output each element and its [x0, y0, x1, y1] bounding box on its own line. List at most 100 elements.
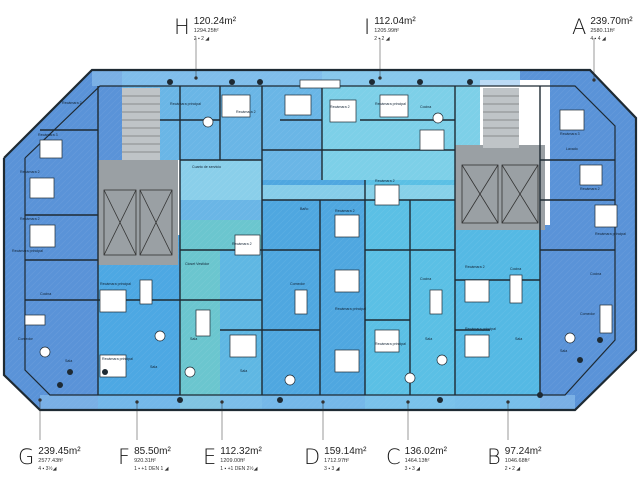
unit-letter: E	[203, 445, 217, 469]
unit-label-f: F 85.50m² 920.31ft² 1 ▪ +1 DEN 1 ◢	[118, 447, 171, 472]
room-label: Recámara 2	[232, 242, 252, 246]
unit-specs: 3 ▪ 3 ◢	[404, 465, 421, 472]
room-label: Sala	[65, 359, 72, 363]
room-label: Recámara 3	[560, 132, 580, 136]
unit-info: 85.50m² 920.31ft² 1 ▪ +1 DEN 1 ◢	[134, 447, 171, 472]
room-label: Recámara principal	[170, 102, 201, 106]
unit-info: 239.70m² 2580.11ft² 4 ▪ 4 ◢	[590, 17, 632, 42]
unit-info: 120.24m² 1294.25ft² 2 ▪ 2 ◢	[194, 17, 236, 42]
unit-specs: 4 ▪ 3½◢	[38, 465, 57, 472]
room-label: Recámara 2	[62, 101, 82, 105]
unit-area-ft2: 920.31ft²	[134, 458, 156, 464]
room-label: Recámara 2	[375, 179, 395, 183]
unit-info: 159.14m² 1712.97ft² 3 ▪ 3 ◢	[324, 447, 366, 472]
north-terrace	[92, 70, 520, 86]
room-label: Recámara principal	[465, 327, 496, 331]
room-label: Sala	[150, 365, 157, 369]
room-label: Lavado	[566, 147, 578, 151]
stair-left	[122, 88, 160, 160]
elevator-shafts	[103, 164, 539, 256]
unit-label-h: H 120.24m² 1294.25ft² 2 ▪ 2 ◢	[174, 17, 236, 42]
unit-area-m2: 120.24m²	[193, 16, 237, 27]
unit-area-m2: 136.02m²	[404, 446, 447, 457]
exterior-walls	[2, 68, 638, 412]
unit-area-m2: 97.24m²	[504, 446, 542, 457]
unit-area-ft2: 1209.00ft²	[220, 458, 246, 464]
room-label: Cocina	[420, 277, 431, 281]
unit-leaders	[38, 38, 596, 440]
unit-specs: 1 ▪ +1 DEN 1 ◢	[134, 465, 169, 472]
room-label: Recámara principal	[595, 232, 626, 236]
unit-specs: 2 ▪ 2 ◢	[374, 35, 390, 42]
unit-letter: F	[118, 445, 131, 469]
room-label: Sala	[240, 369, 247, 373]
unit-label-g: G 239.45m² 2577.43ft² 4 ▪ 3½◢	[18, 447, 81, 472]
unit-info: 112.32m² 1209.00ft² 1 ▪ +1 DEN 2½◢	[220, 447, 262, 472]
room-label: Recámara principal	[335, 307, 366, 311]
room-label: Recámara 2	[330, 105, 350, 109]
unit-specs: 4 ▪ 4 ◢	[590, 35, 606, 42]
room-label: Recámara 2	[580, 187, 600, 191]
unit-area-m2: 112.04m²	[374, 16, 416, 27]
room-label: Recámara principal	[375, 102, 406, 106]
unit-label-b: B 97.24m² 1046.68ft² 2 ▪ 2 ◢	[487, 447, 541, 472]
room-label: Recámara principal	[12, 249, 43, 253]
room-label: Recámara 2	[20, 217, 40, 221]
room-label: Recámara principal	[102, 357, 133, 361]
unit-area-ft2: 1294.25ft²	[193, 28, 219, 34]
unit-specs: 2 ▪ 2 ◢	[193, 35, 210, 42]
unit-label-d: D 159.14m² 1712.97ft² 3 ▪ 3 ◢	[304, 447, 366, 472]
room-label: Sala	[425, 337, 432, 341]
room-label: Recámara 2	[20, 170, 40, 174]
room-label: Sala	[190, 337, 197, 341]
room-label: Sala	[560, 349, 567, 353]
unit-specs: 1 ▪ +1 DEN 2½◢	[220, 465, 258, 472]
unit-letter: A	[572, 15, 587, 39]
elevator-core-left	[98, 160, 178, 265]
unit-area-m2: 239.70m²	[590, 16, 633, 27]
unit-area-m2: 159.14m²	[324, 446, 367, 457]
room-label: Cocina	[510, 267, 521, 271]
room-label: Recámara 2	[465, 265, 485, 269]
unit-label-e: E 112.32m² 1209.00ft² 1 ▪ +1 DEN 2½◢	[203, 447, 262, 472]
unit-area-ft2: 1712.97ft²	[324, 458, 349, 464]
unit-label-i: I 112.04m² 1205.99ft² 2 ▪ 2 ◢	[364, 17, 416, 42]
unit-letter: B	[487, 445, 501, 469]
south-terrace	[40, 395, 575, 410]
unit-letter: I	[364, 15, 371, 39]
unit-specs: 3 ▪ 3 ◢	[324, 465, 340, 472]
unit-area-m2: 239.45m²	[38, 446, 81, 457]
room-label: Recámara 3	[38, 133, 58, 137]
unit-letter: H	[174, 15, 190, 39]
unit-area-m2: 85.50m²	[134, 446, 171, 457]
unit-label-c: C 136.02m² 1464.13ft² 3 ▪ 3 ◢	[386, 447, 447, 472]
round-tables	[39, 112, 576, 386]
unit-label-a: A 239.70m² 2580.11ft² 4 ▪ 4 ◢	[572, 17, 633, 42]
room-label: Sala	[515, 337, 522, 341]
room-label: Recámara principal	[375, 342, 406, 346]
room-label: Comedor	[290, 282, 306, 286]
room-label: Cocina	[420, 105, 431, 109]
unit-info: 112.04m² 1205.99ft² 2 ▪ 2 ◢	[374, 17, 416, 42]
room-label: Closet Vestidor	[185, 262, 210, 266]
room-label: Cocina	[590, 272, 601, 276]
room-label: Recámara principal	[100, 282, 131, 286]
unit-area-ft2: 1205.99ft²	[374, 28, 399, 34]
planters	[57, 79, 603, 403]
unit-letter: C	[386, 445, 401, 469]
room-label: Cuarto de servicio	[192, 165, 221, 169]
unit-area-m2: 112.32m²	[220, 446, 262, 457]
room-label: Cocina	[40, 292, 51, 296]
unit-info: 239.45m² 2577.43ft² 4 ▪ 3½◢	[38, 447, 80, 472]
unit-info: 136.02m² 1464.13ft² 3 ▪ 3 ◢	[405, 447, 447, 472]
room-label: Baño	[300, 207, 308, 211]
room-label: Comedor	[580, 312, 596, 316]
unit-area-ft2: 1046.68ft²	[504, 458, 530, 464]
furniture	[24, 79, 618, 378]
unit-info: 97.24m² 1046.68ft² 2 ▪ 2 ◢	[505, 447, 542, 472]
unit-letter: D	[304, 445, 321, 469]
interior-walls	[25, 86, 615, 395]
unit-specs: 2 ▪ 2 ◢	[504, 465, 521, 472]
stair-treads	[122, 95, 519, 153]
